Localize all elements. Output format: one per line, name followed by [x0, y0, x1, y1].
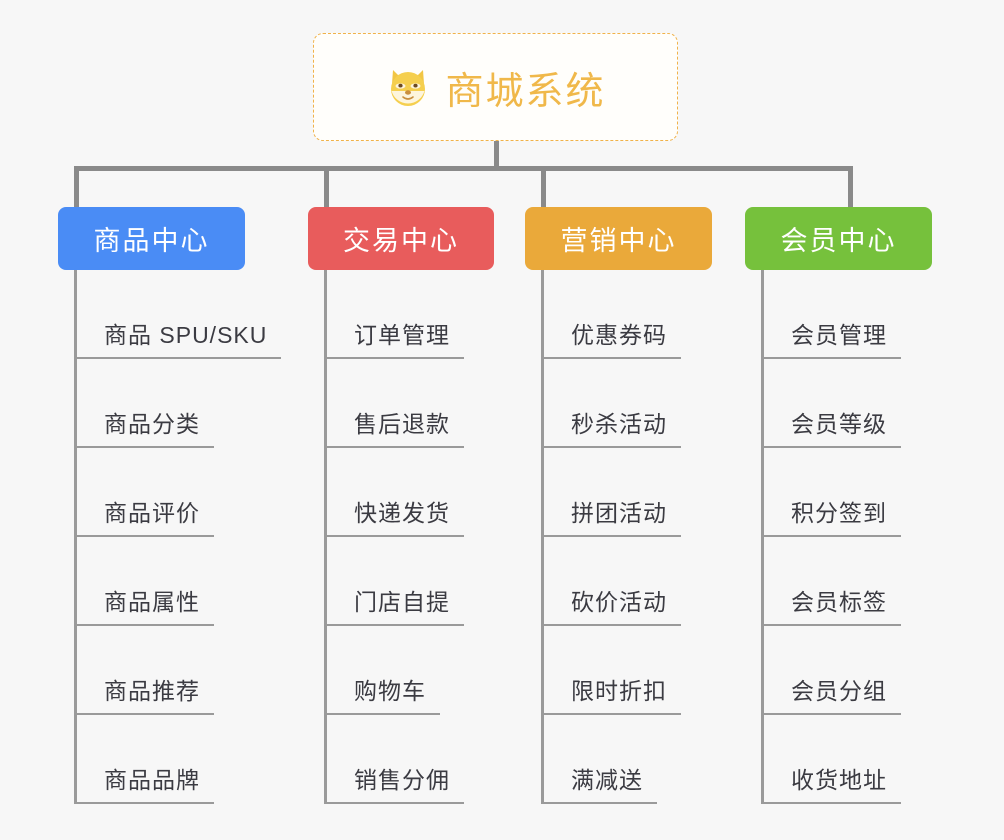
leaf-item-label: 商品推荐	[74, 677, 214, 715]
leaf-item[interactable]: 销售分佣	[324, 715, 464, 804]
leaf-item-label: 销售分佣	[324, 766, 464, 804]
branch-header-label: 商品中心	[93, 226, 210, 256]
branch-trunk-member-center	[761, 270, 764, 804]
root-title: 商城系统	[445, 70, 606, 113]
branch-trunk-product-center	[74, 270, 77, 804]
leaf-item[interactable]: 商品推荐	[74, 626, 214, 715]
leaf-item[interactable]: 砍价活动	[541, 537, 681, 626]
connector-drop-member-center	[848, 166, 853, 209]
leaf-item[interactable]: 积分签到	[761, 448, 901, 537]
branch-member-center: 会员中心 会员管理 会员等级 积分签到 会员标签 会员分组 收货地址	[745, 207, 932, 804]
leaf-item[interactable]: 商品评价	[74, 448, 214, 537]
leaf-item-label: 优惠券码	[541, 321, 681, 359]
leaf-item[interactable]: 满减送	[541, 715, 657, 804]
leaf-item[interactable]: 商品 SPU/SKU	[74, 270, 282, 359]
connector-drop-product-center	[74, 166, 79, 209]
leaf-item-label: 订单管理	[324, 321, 464, 359]
leaf-item-label: 秒杀活动	[541, 410, 681, 448]
branch-header-product-center[interactable]: 商品中心	[58, 207, 245, 270]
leaf-item[interactable]: 商品属性	[74, 537, 214, 626]
leaf-item[interactable]: 订单管理	[324, 270, 464, 359]
leaf-item[interactable]: 限时折扣	[541, 626, 681, 715]
branch-header-label: 交易中心	[343, 226, 459, 256]
leaf-item-label: 商品 SPU/SKU	[74, 321, 282, 359]
branch-marketing-center: 营销中心 优惠券码 秒杀活动 拼团活动 砍价活动 限时折扣 满减送	[525, 207, 712, 804]
leaf-item-label: 商品品牌	[74, 766, 214, 804]
leaf-item[interactable]: 会员等级	[761, 359, 901, 448]
leaf-item[interactable]: 商品品牌	[74, 715, 214, 804]
leaf-item-label: 购物车	[324, 677, 440, 715]
branch-product-center: 商品中心 商品 SPU/SKU 商品分类 商品评价 商品属性 商品推荐 商品品牌	[58, 207, 282, 804]
leaf-item[interactable]: 售后退款	[324, 359, 464, 448]
branch-header-marketing-center[interactable]: 营销中心	[525, 207, 712, 270]
branch-trunk-trade-center	[324, 270, 327, 804]
branch-header-label: 营销中心	[560, 226, 677, 256]
leaf-item-label: 门店自提	[324, 588, 464, 626]
leaf-item-label: 积分签到	[761, 499, 901, 537]
connector-drop-trade-center	[324, 166, 329, 209]
leaf-item[interactable]: 会员标签	[761, 537, 901, 626]
leaf-item-label: 会员管理	[761, 321, 901, 359]
leaf-item-label: 商品分类	[74, 410, 214, 448]
leaf-item-label: 售后退款	[324, 410, 464, 448]
leaf-item-label: 拼团活动	[541, 499, 681, 537]
connector-root-stem	[494, 141, 499, 169]
leaf-item[interactable]: 购物车	[324, 626, 440, 715]
leaf-item-label: 商品属性	[74, 588, 214, 626]
leaf-item[interactable]: 门店自提	[324, 537, 464, 626]
leaf-item-label: 满减送	[541, 766, 657, 804]
branch-header-trade-center[interactable]: 交易中心	[308, 207, 494, 270]
branch-trade-center: 交易中心 订单管理 售后退款 快递发货 门店自提 购物车 销售分佣	[308, 207, 494, 804]
shiba-dog-face-icon	[385, 64, 431, 110]
leaf-item[interactable]: 收货地址	[761, 715, 901, 804]
leaf-item[interactable]: 商品分类	[74, 359, 214, 448]
leaf-item-label: 会员等级	[761, 410, 901, 448]
leaf-item[interactable]: 会员分组	[761, 626, 901, 715]
branch-header-label: 会员中心	[780, 226, 897, 256]
leaf-item[interactable]: 会员管理	[761, 270, 901, 359]
root-node[interactable]: 商城系统	[313, 33, 678, 141]
connector-horizontal-bus	[74, 166, 853, 171]
branch-header-member-center[interactable]: 会员中心	[745, 207, 932, 270]
leaf-item[interactable]: 快递发货	[324, 448, 464, 537]
leaf-item[interactable]: 优惠券码	[541, 270, 681, 359]
leaf-item[interactable]: 拼团活动	[541, 448, 681, 537]
leaf-item-label: 商品评价	[74, 499, 214, 537]
leaf-item-label: 收货地址	[761, 766, 901, 804]
leaf-item-label: 砍价活动	[541, 588, 681, 626]
branch-trunk-marketing-center	[541, 270, 544, 804]
leaf-item-label: 会员分组	[761, 677, 901, 715]
leaf-item-label: 限时折扣	[541, 677, 681, 715]
connector-drop-marketing-center	[541, 166, 546, 209]
leaf-item-label: 会员标签	[761, 588, 901, 626]
leaf-item-label: 快递发货	[324, 499, 464, 537]
leaf-item[interactable]: 秒杀活动	[541, 359, 681, 448]
